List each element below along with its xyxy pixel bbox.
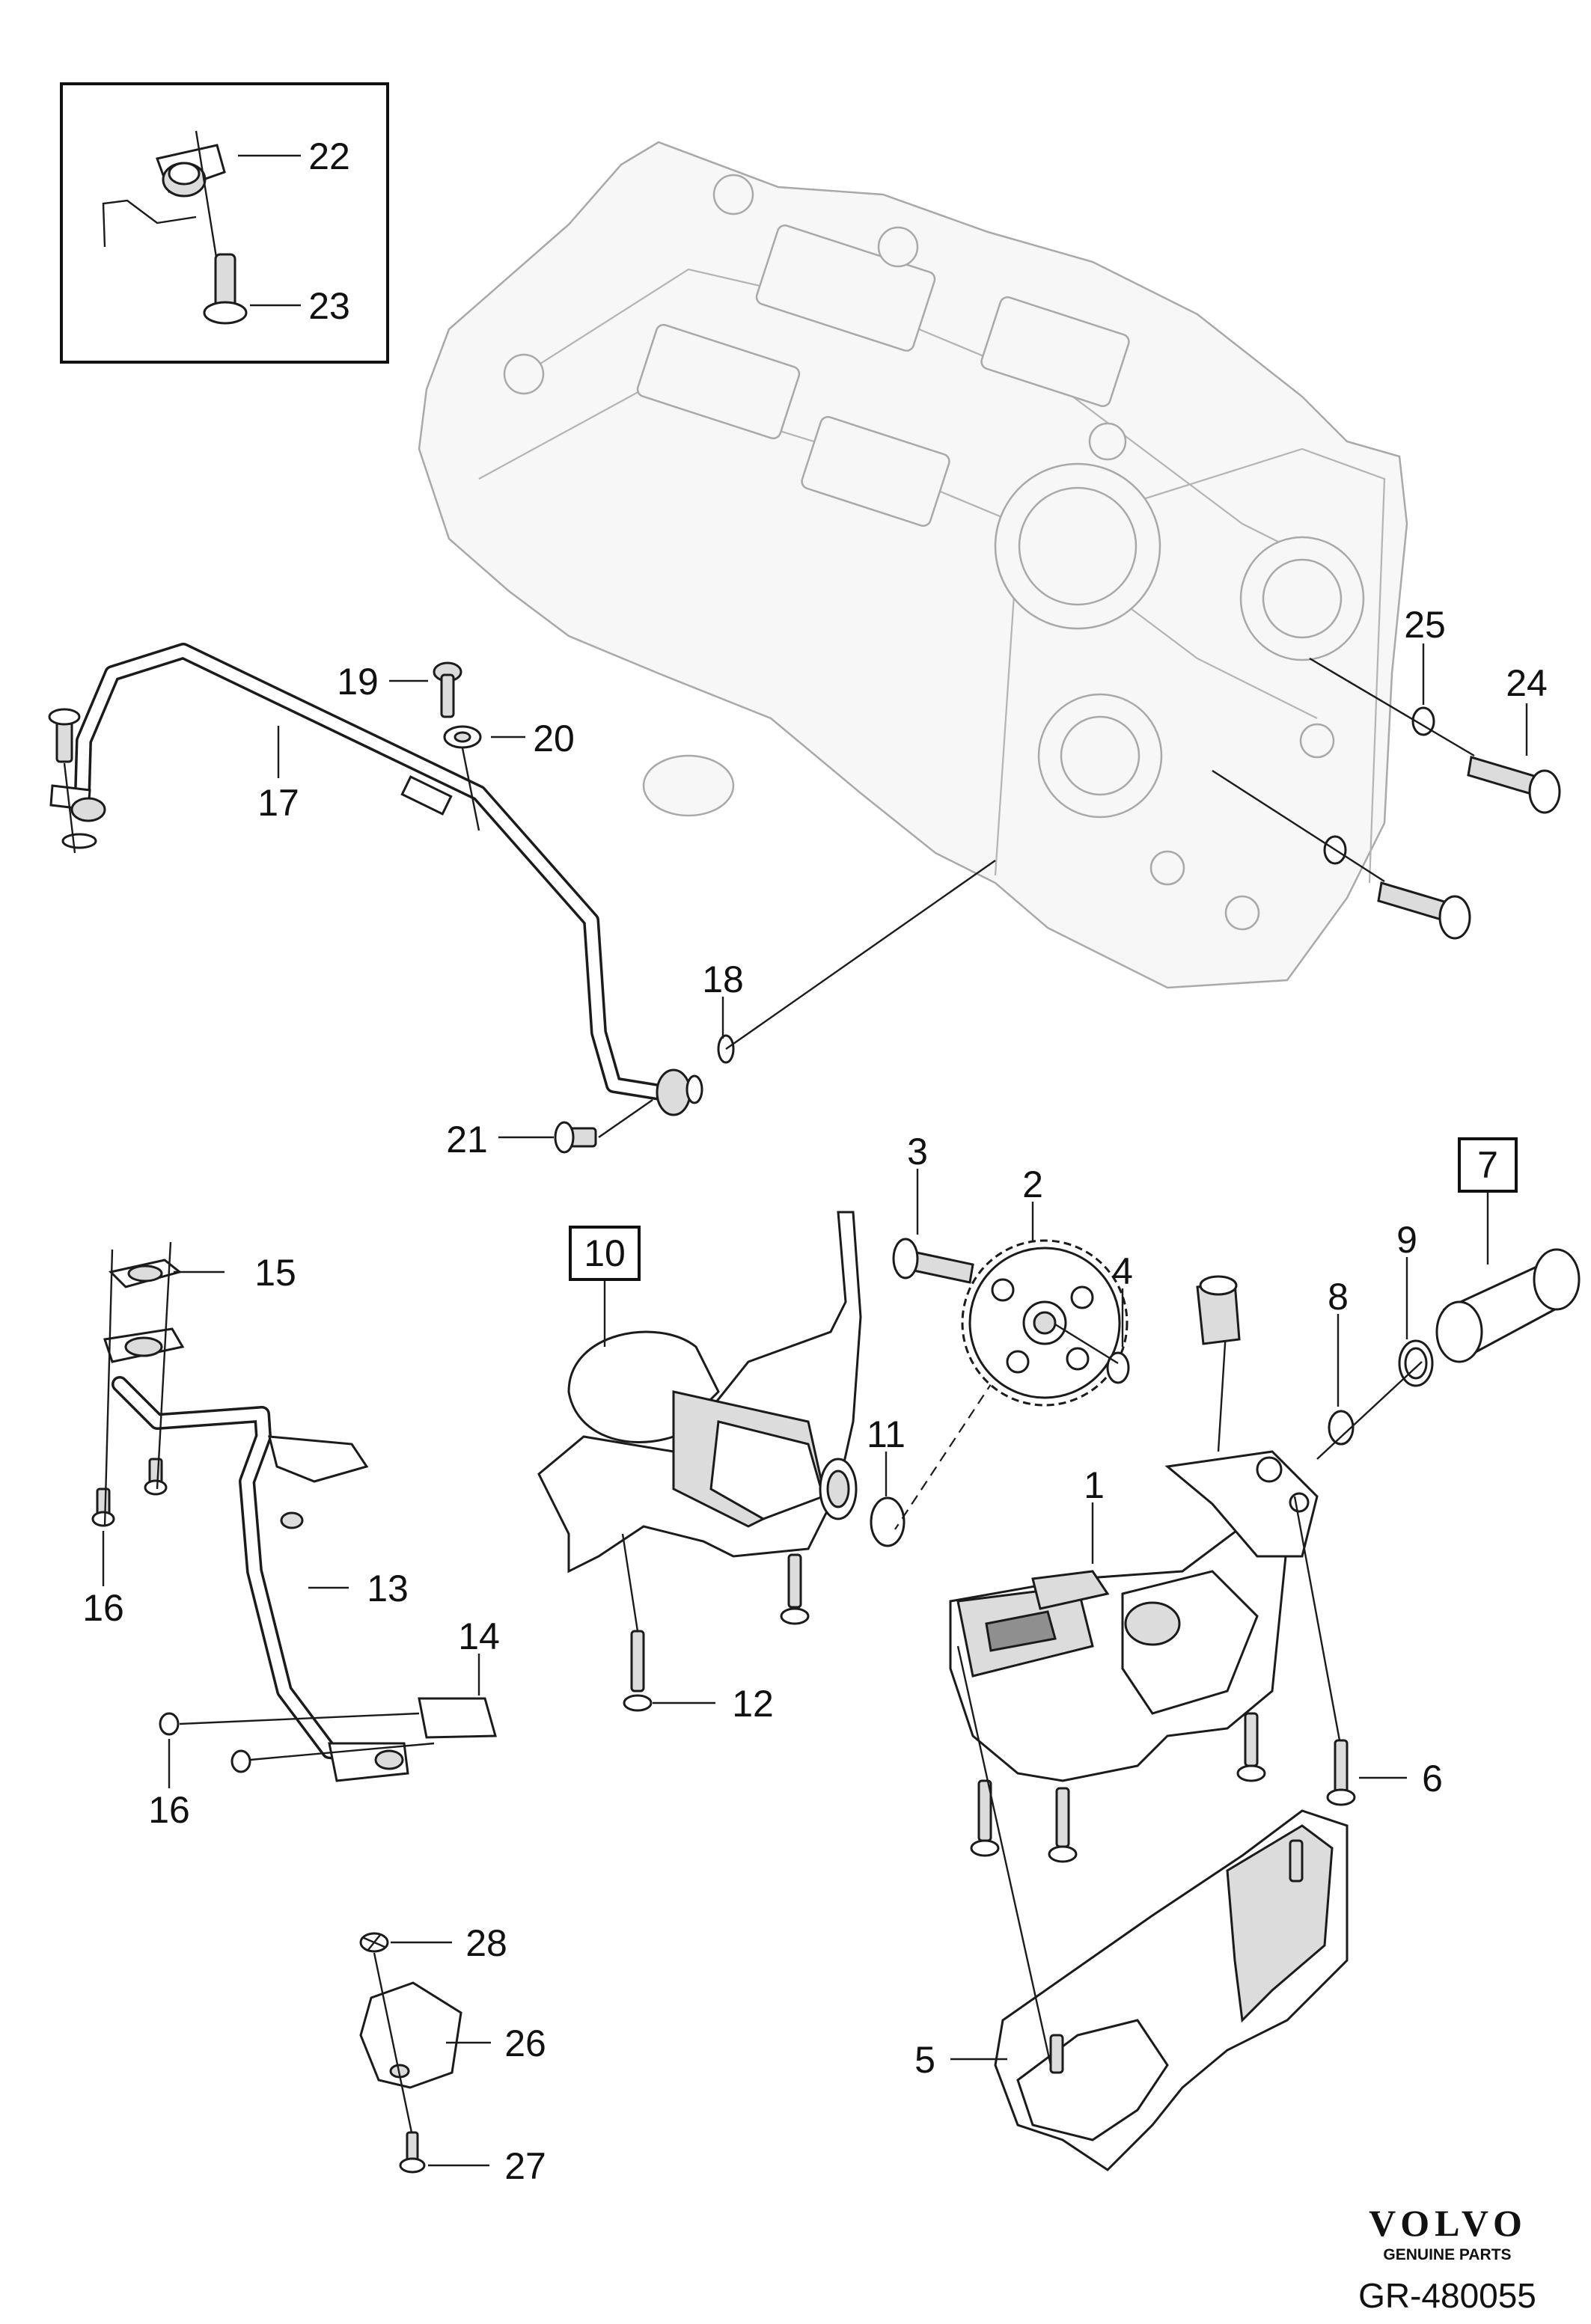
bolt-6: [1334, 1739, 1349, 1794]
callout-5: 5: [914, 2039, 935, 2081]
callout-1: 1: [1084, 1464, 1105, 1506]
shield-26: [359, 1981, 462, 2089]
pipe-13-assembly: [91, 1241, 497, 1788]
callout-10-box: [569, 1226, 641, 1281]
callout-16-upper: 16: [82, 1587, 124, 1629]
callout-23: 23: [308, 285, 350, 327]
oil-pipe-17: [48, 643, 996, 1154]
o-ring-8: [1328, 1410, 1355, 1446]
callout-16-lower: 16: [148, 1789, 190, 1831]
callout-4: 4: [1112, 1250, 1133, 1292]
callout-25: 25: [1404, 604, 1446, 646]
diagram-reference: GR-480055: [1358, 2276, 1536, 2315]
callout-13: 13: [367, 1568, 409, 1609]
washer-4: [1106, 1351, 1130, 1384]
pipe-end-fitting: [656, 1068, 691, 1116]
inset-detail-box: [60, 82, 389, 364]
bolt-27: [406, 2131, 419, 2162]
callout-12: 12: [732, 1683, 774, 1725]
bolt-12: [630, 1630, 645, 1692]
baffle-5: [950, 1645, 1349, 2171]
callout-20: 20: [533, 718, 575, 759]
pump-gear-2: [892, 1169, 1130, 1407]
shield-26-group: [359, 1932, 491, 2174]
callout-7: 7: [1477, 1144, 1498, 1186]
callout-8: 8: [1328, 1276, 1349, 1318]
callout-19: 19: [337, 661, 379, 703]
callout-7-box: [1458, 1137, 1518, 1193]
callout-6: 6: [1422, 1758, 1443, 1799]
callout-17: 17: [257, 782, 299, 824]
callout-26: 26: [504, 2022, 546, 2064]
callout-layer: 1 2 3 4 5 6 7 8 9 10 11 12 13 14 15 16 1…: [82, 135, 1548, 2187]
bolts-24-25: [1212, 643, 1561, 940]
bolt-16-c: [159, 1712, 180, 1736]
o-ring-11: [870, 1496, 906, 1547]
pipe-clip: [268, 1435, 369, 1483]
genuine-parts-text: GENUINE PARTS: [1383, 2246, 1511, 2263]
callout-21: 21: [446, 1119, 488, 1161]
oil-pump-housing-10: [537, 1211, 1004, 1712]
callout-24: 24: [1506, 662, 1548, 704]
callout-2: 2: [1022, 1163, 1043, 1205]
callout-3: 3: [907, 1131, 928, 1172]
bracket-14: [418, 1697, 497, 1739]
inset-bolt-23: [214, 253, 236, 308]
callout-28: 28: [465, 1922, 507, 1964]
callout-22: 22: [308, 135, 350, 177]
callout-10: 10: [584, 1232, 626, 1274]
bolt-16-d: [230, 1749, 251, 1773]
callout-11: 11: [867, 1413, 906, 1455]
washer-left: [61, 833, 97, 849]
callout-27: 27: [504, 2145, 546, 2187]
pump-mount-bracket: [1164, 1450, 1319, 1558]
callout-9: 9: [1396, 1219, 1417, 1261]
callout-14: 14: [458, 1615, 500, 1657]
callout-18: 18: [702, 958, 744, 1000]
engine-block-outline: [418, 141, 1408, 989]
callout-15: 15: [254, 1252, 296, 1294]
volvo-logo-text: VOLVO: [1369, 2202, 1527, 2244]
oil-pump-1: [949, 1191, 1581, 1863]
footer: VOLVO GENUINE PARTS GR-480055: [1358, 2202, 1536, 2315]
inset-pipe-22: [102, 199, 197, 248]
